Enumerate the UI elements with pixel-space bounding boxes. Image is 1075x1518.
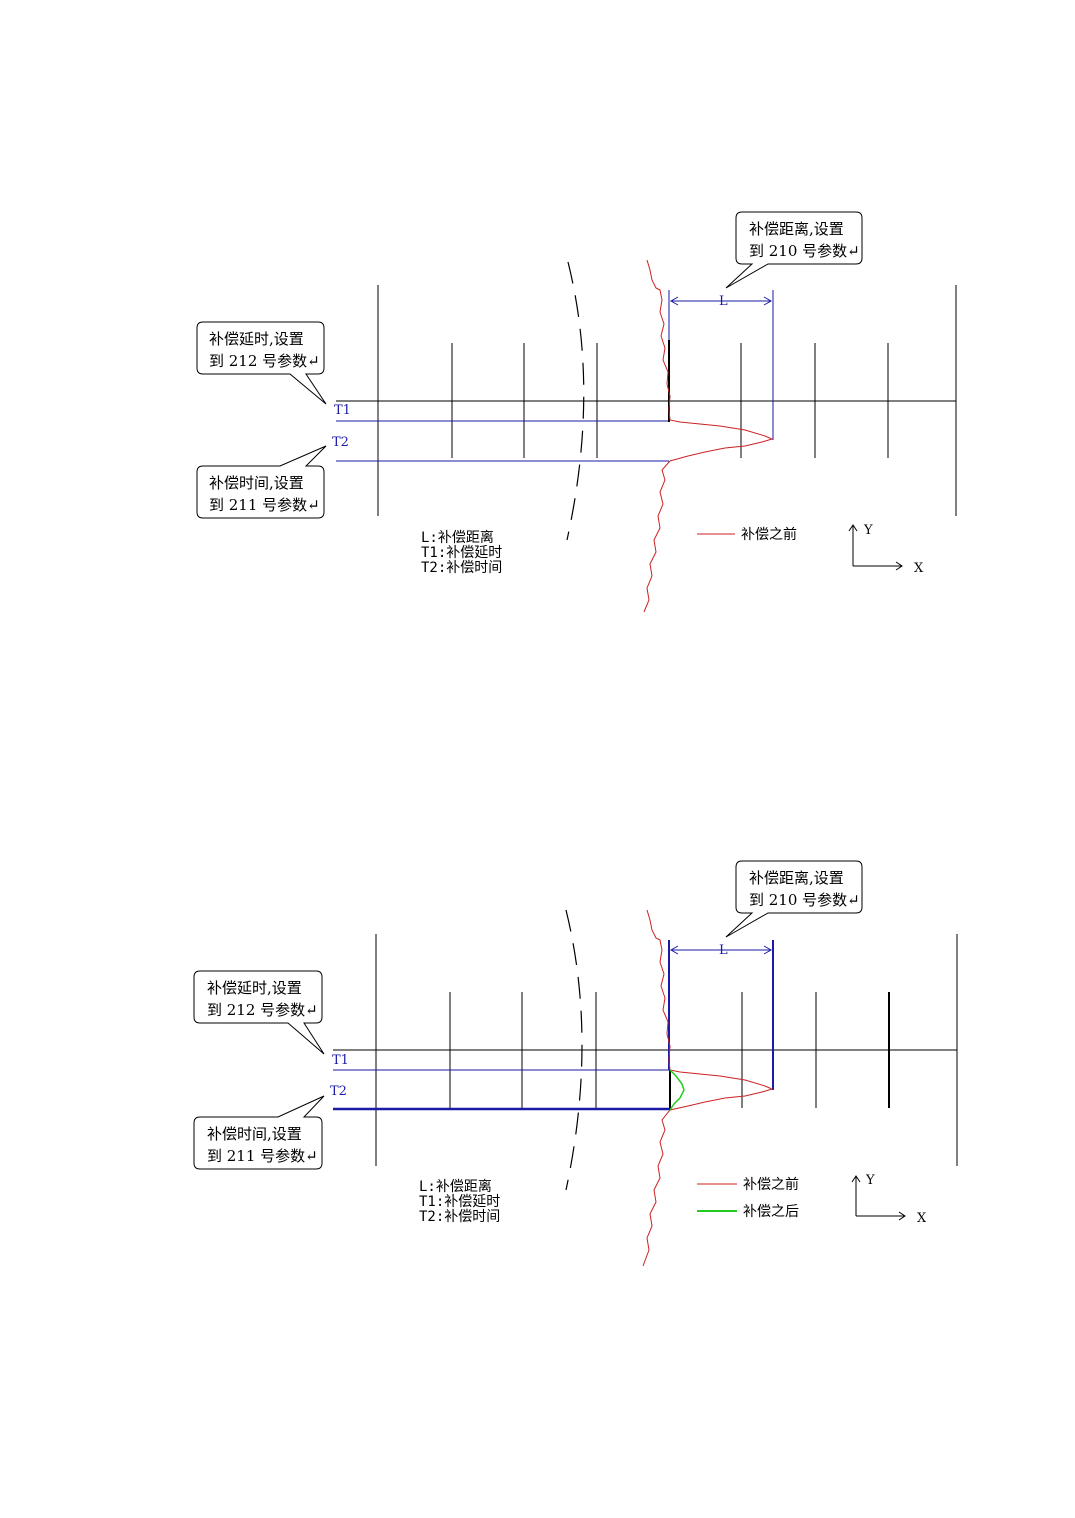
axes-icon: [848, 524, 903, 571]
note-t2: T2:补偿时间: [421, 560, 502, 576]
callout-distance: 补偿距离,设置 到 210 号参数↵: [725, 211, 863, 289]
label-l-2: L: [719, 943, 728, 958]
callout-time-2-line2: 到 211 号参数↵: [207, 1147, 318, 1165]
callout-time-line1: 补偿时间,设置: [209, 474, 304, 492]
blue-markers-2: [333, 940, 774, 1111]
diagram-after: 补偿距离,设置 到 210 号参数↵ 补偿延时,设置 到 212 号参数↵ 补偿…: [193, 860, 958, 1267]
note-l: L:补偿距离: [421, 529, 494, 546]
dashed-arc: [566, 261, 585, 541]
callout-delay-2: 补偿延时,设置 到 212 号参数↵: [193, 970, 325, 1055]
red-curve-before: [643, 259, 774, 613]
dashed-arc-2: [565, 909, 583, 1191]
red-curve-before-2: [642, 909, 774, 1267]
axis-y-label: Y: [863, 523, 873, 538]
blue-markers: [336, 290, 774, 462]
label-t1-2: T1: [332, 1053, 349, 1068]
note-t1: T1:补偿延时: [421, 545, 502, 561]
axis-y-label-2: Y: [865, 1173, 875, 1188]
callout-distance-2: 补偿距离,设置 到 210 号参数↵: [725, 860, 863, 938]
note-t1-2: T1:补偿延时: [419, 1194, 500, 1210]
callout-distance-2-line1: 补偿距离,设置: [749, 869, 844, 887]
callout-delay-line2: 到 212 号参数↵: [209, 352, 320, 370]
grid-lines-2: [333, 934, 958, 1166]
callout-delay-line1: 补偿延时,设置: [209, 330, 304, 348]
callout-delay-2-line2: 到 212 号参数↵: [207, 1001, 318, 1019]
note-t2-2: T2:补偿时间: [419, 1209, 500, 1225]
callout-delay: 补偿延时,设置 到 212 号参数↵: [196, 321, 327, 405]
label-l: L: [719, 294, 728, 309]
callout-time-2: 补偿时间,设置 到 211 号参数↵: [193, 1095, 325, 1170]
callout-time: 补偿时间,设置 到 211 号参数↵: [196, 445, 327, 519]
green-curve-after: [669, 1069, 685, 1111]
callout-distance-line1: 补偿距离,设置: [749, 220, 844, 238]
callout-distance-2-line2: 到 210 号参数↵: [749, 891, 860, 909]
legend-after-label: 补偿之后: [743, 1204, 799, 1220]
grid-lines: [336, 285, 957, 516]
legend-before-label-2: 补偿之前: [743, 1176, 799, 1193]
legend-before-label: 补偿之前: [741, 526, 797, 543]
diagram-before: 补偿距离,设置 到 210 号参数↵ 补偿延时,设置 到 212 号参数↵ 补偿…: [196, 211, 957, 613]
note-l-2: L:补偿距离: [419, 1178, 492, 1195]
label-t2-2: T2: [330, 1084, 347, 1099]
callout-time-line2: 到 211 号参数↵: [209, 496, 320, 514]
callout-delay-2-line1: 补偿延时,设置: [207, 979, 302, 997]
axis-x-label: X: [914, 561, 924, 576]
axis-x-label-2: X: [917, 1211, 927, 1226]
label-t1: T1: [334, 403, 351, 418]
axes-icon-2: [851, 1175, 906, 1221]
callout-time-2-line1: 补偿时间,设置: [207, 1125, 302, 1143]
callout-distance-line2: 到 210 号参数↵: [749, 242, 860, 260]
label-t2: T2: [332, 435, 349, 450]
